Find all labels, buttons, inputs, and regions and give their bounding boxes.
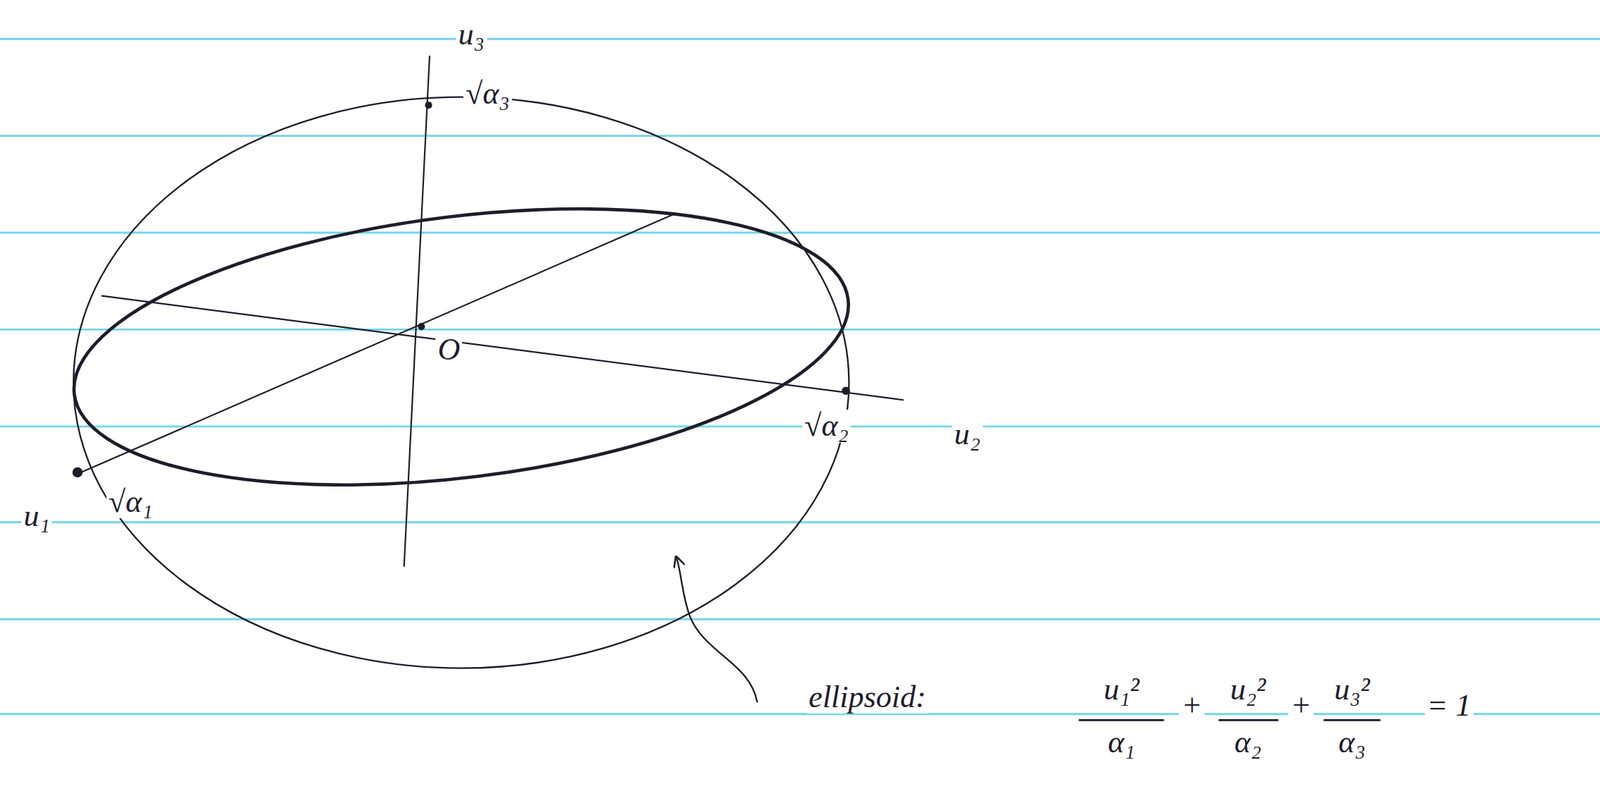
fraction-bar bbox=[1219, 719, 1277, 722]
ruled-lines bbox=[0, 38, 1600, 715]
axis-point bbox=[424, 101, 432, 109]
equation-denominator: α₂ bbox=[1232, 726, 1264, 760]
fraction-bar bbox=[1324, 719, 1380, 722]
equation-numerator: u₂² bbox=[1228, 673, 1269, 707]
equation-denominator: α₁ bbox=[1105, 726, 1137, 760]
u3-axis bbox=[404, 56, 430, 567]
axis-label: u₃ bbox=[456, 18, 487, 51]
equation-numerator: u₁² bbox=[1101, 673, 1142, 707]
axis-point bbox=[72, 467, 83, 478]
axis-value: √α₂ bbox=[802, 409, 851, 443]
ellipsoid-outline bbox=[73, 97, 849, 669]
axis-label: u₁ bbox=[21, 500, 52, 533]
origin-point bbox=[417, 323, 425, 331]
equator-ellipse bbox=[58, 170, 865, 525]
equation-operator: + bbox=[1288, 689, 1314, 723]
axis-value: √α₃ bbox=[463, 77, 513, 111]
axis-point bbox=[841, 386, 851, 396]
axis-label: u₂ bbox=[952, 418, 983, 451]
origin-label: O bbox=[435, 333, 463, 367]
equation-denominator: α₃ bbox=[1336, 726, 1368, 760]
annotation-text: ellipsoid: bbox=[806, 681, 928, 714]
axis-value: √α₁ bbox=[106, 486, 156, 519]
pointer-arrow bbox=[676, 558, 757, 702]
u1-axis bbox=[76, 214, 674, 475]
fraction-bar bbox=[1079, 719, 1164, 722]
equation-operator: = 1 bbox=[1425, 689, 1474, 723]
equation-operator: + bbox=[1179, 689, 1205, 723]
equation-numerator: u₃² bbox=[1331, 673, 1373, 707]
